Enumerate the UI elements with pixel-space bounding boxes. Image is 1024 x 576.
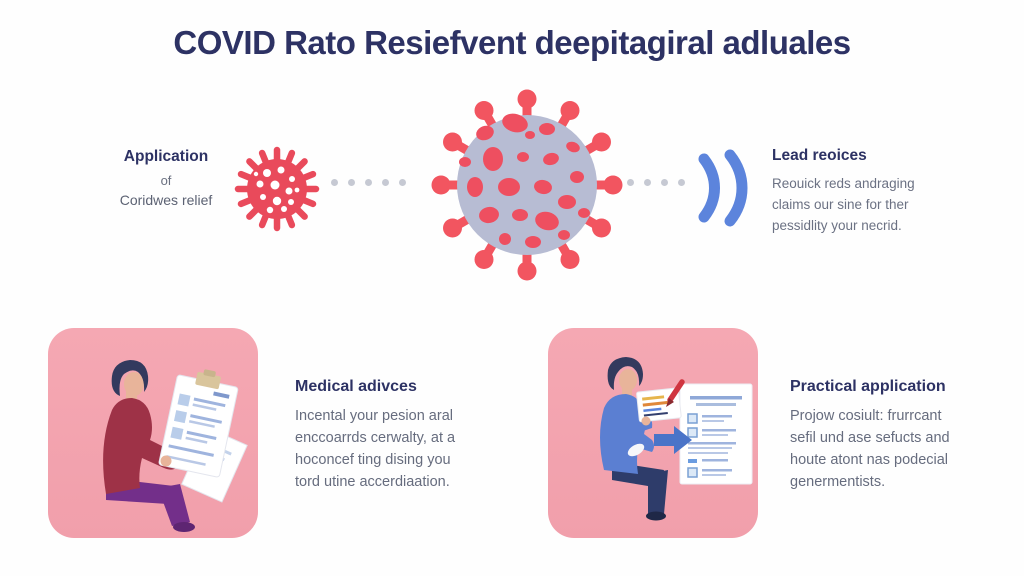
medical-text-block: Medical adivces Incental your pesion ara… xyxy=(295,378,500,493)
lead-heading: Lead reoices xyxy=(772,147,867,164)
connector-dot xyxy=(399,179,406,186)
signal-waves-icon xyxy=(698,149,748,227)
practical-card xyxy=(548,328,758,538)
lead-body-line: Reouick reds andraging xyxy=(772,176,915,191)
medical-body-line: enccoarrds cerwalty, at a xyxy=(295,430,456,446)
practical-body-line: houte atont nas podecial xyxy=(790,452,949,468)
application-sub: of xyxy=(160,173,172,188)
connector-dot xyxy=(331,179,338,186)
dotted-line-left xyxy=(331,179,406,186)
connector-dot xyxy=(382,179,389,186)
virus-icon xyxy=(234,146,320,232)
coronavirus-icon xyxy=(431,89,623,281)
lead-body-line: claims our sine for ther xyxy=(772,197,909,212)
connector-dot xyxy=(661,179,668,186)
connector-dot xyxy=(627,179,634,186)
dotted-line-right xyxy=(627,179,685,186)
connector-dot xyxy=(348,179,355,186)
medical-body-line: hoconcef ting dising you xyxy=(295,452,451,468)
form-person-illustration xyxy=(600,357,753,521)
medical-body-line: tord utine accerdiaation. xyxy=(295,474,450,490)
connector-dot xyxy=(644,179,651,186)
connector-dot xyxy=(678,179,685,186)
connector-dot xyxy=(365,179,372,186)
application-name-line: Coridwes relief xyxy=(119,192,213,208)
reading-person-illustration xyxy=(103,360,248,532)
medical-body-line: Incental your pesion aral xyxy=(295,408,453,424)
practical-heading: Practical application xyxy=(790,378,946,395)
lead-body-line: pessidlity your necrid. xyxy=(772,218,902,233)
practical-body-line: Projow cosiult: frurrcant xyxy=(790,408,942,424)
medical-card xyxy=(48,328,258,538)
medical-heading: Medical adivces xyxy=(295,378,417,395)
practical-body-line: genermentists. xyxy=(790,474,886,490)
page-title: COVID Rato Resiefvent deepitagiral adlua… xyxy=(173,24,851,61)
practical-text-block: Practical application Projow cosiult: fr… xyxy=(790,378,995,493)
application-label-block: Application of Coridwes relief xyxy=(86,148,246,208)
practical-body-line: sefil und ase sefucts and xyxy=(790,430,950,446)
application-heading: Application xyxy=(123,148,209,165)
lead-label-block: Lead reoices Reouick reds andraging clai… xyxy=(772,147,967,236)
